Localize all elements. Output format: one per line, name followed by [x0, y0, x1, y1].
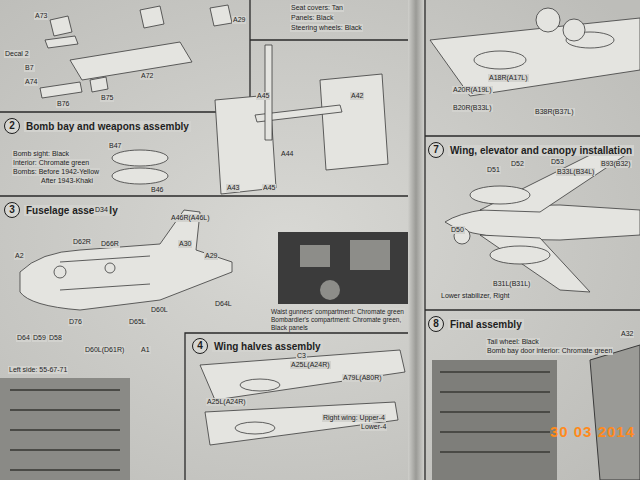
paint-note: Seat covers: Tan: [290, 4, 344, 12]
part-number: D59: [32, 334, 47, 342]
part-number: B46: [150, 186, 164, 194]
part-number: A20R(A19L): [452, 86, 493, 94]
part-number: A43: [226, 184, 240, 192]
part-number: D66R: [100, 240, 120, 248]
part-number: A74: [24, 78, 38, 86]
part-number: B38R(B37L): [534, 108, 575, 116]
part-number: D51: [486, 166, 501, 174]
step-header: 8 Final assembly: [428, 316, 524, 332]
part-number: A1: [140, 346, 151, 354]
part-number: B20R(B33L): [452, 104, 493, 112]
step-number: 8: [428, 316, 444, 332]
part-number: D64: [16, 334, 31, 342]
part-number: D52: [510, 160, 525, 168]
part-number: B33L(B34L): [556, 168, 595, 176]
part-number: A72: [140, 72, 154, 80]
part-number: A29: [204, 252, 218, 260]
part-number: Decal 2: [4, 50, 30, 58]
part-number: D76: [68, 318, 83, 326]
step-number: 3: [4, 202, 20, 218]
part-number: B75: [100, 94, 114, 102]
paint-note: Panels: Black: [290, 14, 334, 22]
part-number: B31L(B31L): [492, 280, 531, 288]
date-stamp: 30 03 2014: [549, 424, 636, 440]
part-number: A32: [620, 330, 634, 338]
part-number: A18R(A17L): [488, 74, 529, 82]
paint-note: Tail wheel: Black: [486, 338, 540, 346]
paint-note: Left side: 55-67-71: [8, 366, 68, 374]
part-number: D58: [48, 334, 63, 342]
paint-note: Bomb sight: Black: [12, 150, 70, 158]
part-number: A29: [232, 16, 246, 24]
step-title: Final assembly: [448, 319, 524, 330]
step-header: 2 Bomb bay and weapons assembly: [4, 118, 191, 134]
paint-note: Lower-4: [360, 423, 387, 431]
step-title: Wing, elevator and canopy installation: [448, 145, 634, 156]
part-number: A44: [280, 150, 294, 158]
part-number: A46R(A46L): [170, 214, 211, 222]
part-number: A73: [34, 12, 48, 20]
paint-note: Right wing: Upper-4: [322, 414, 386, 422]
part-number: B47: [108, 142, 122, 150]
step-number: 2: [4, 118, 20, 134]
part-number: D34: [94, 206, 109, 214]
part-number: D53: [550, 158, 565, 166]
paint-note: Bombs: Before 1942-Yellow: [12, 168, 100, 176]
photo-caption: Black panels: [270, 324, 309, 332]
part-number: A25L(A24R): [206, 398, 247, 406]
paint-note: Bomb bay door interior: Chromate green: [486, 347, 613, 355]
part-number: A45: [262, 184, 276, 192]
part-number: C3: [296, 352, 307, 360]
part-number: A30: [178, 240, 192, 248]
step-number: 4: [192, 338, 208, 354]
part-number: D50: [450, 226, 465, 234]
paint-note: Steering wheels: Black: [290, 24, 363, 32]
part-number: D64L: [214, 300, 233, 308]
paint-note: After 1943-Khaki: [40, 177, 94, 185]
photo-caption: Waist gunners' compartment: Chromate gre…: [270, 308, 405, 316]
step-title: Wing halves assembly: [212, 341, 323, 352]
part-number: A25L(A24R): [290, 361, 331, 369]
part-number: D60L(D61R): [84, 346, 125, 354]
photo-caption: Bombardier's compartment: Chromate green…: [270, 316, 402, 324]
step-header: 7 Wing, elevator and canopy installation: [428, 142, 634, 158]
part-number: D60L: [150, 306, 169, 314]
part-number: D65L: [128, 318, 147, 326]
part-number: A79L(A80R): [342, 374, 383, 382]
part-number: B93(B32): [600, 160, 632, 168]
step-number: 7: [428, 142, 444, 158]
part-number: A42: [350, 92, 364, 100]
paint-note: Lower stabilizer, Right: [440, 292, 510, 300]
part-number: B7: [24, 64, 35, 72]
part-number: A45: [256, 92, 270, 100]
paint-note: Interior: Chromate green: [12, 159, 90, 167]
step-title: Bomb bay and weapons assembly: [24, 121, 191, 132]
part-number: A2: [14, 252, 25, 260]
part-number: D62R: [72, 238, 92, 246]
part-number: B76: [56, 100, 70, 108]
